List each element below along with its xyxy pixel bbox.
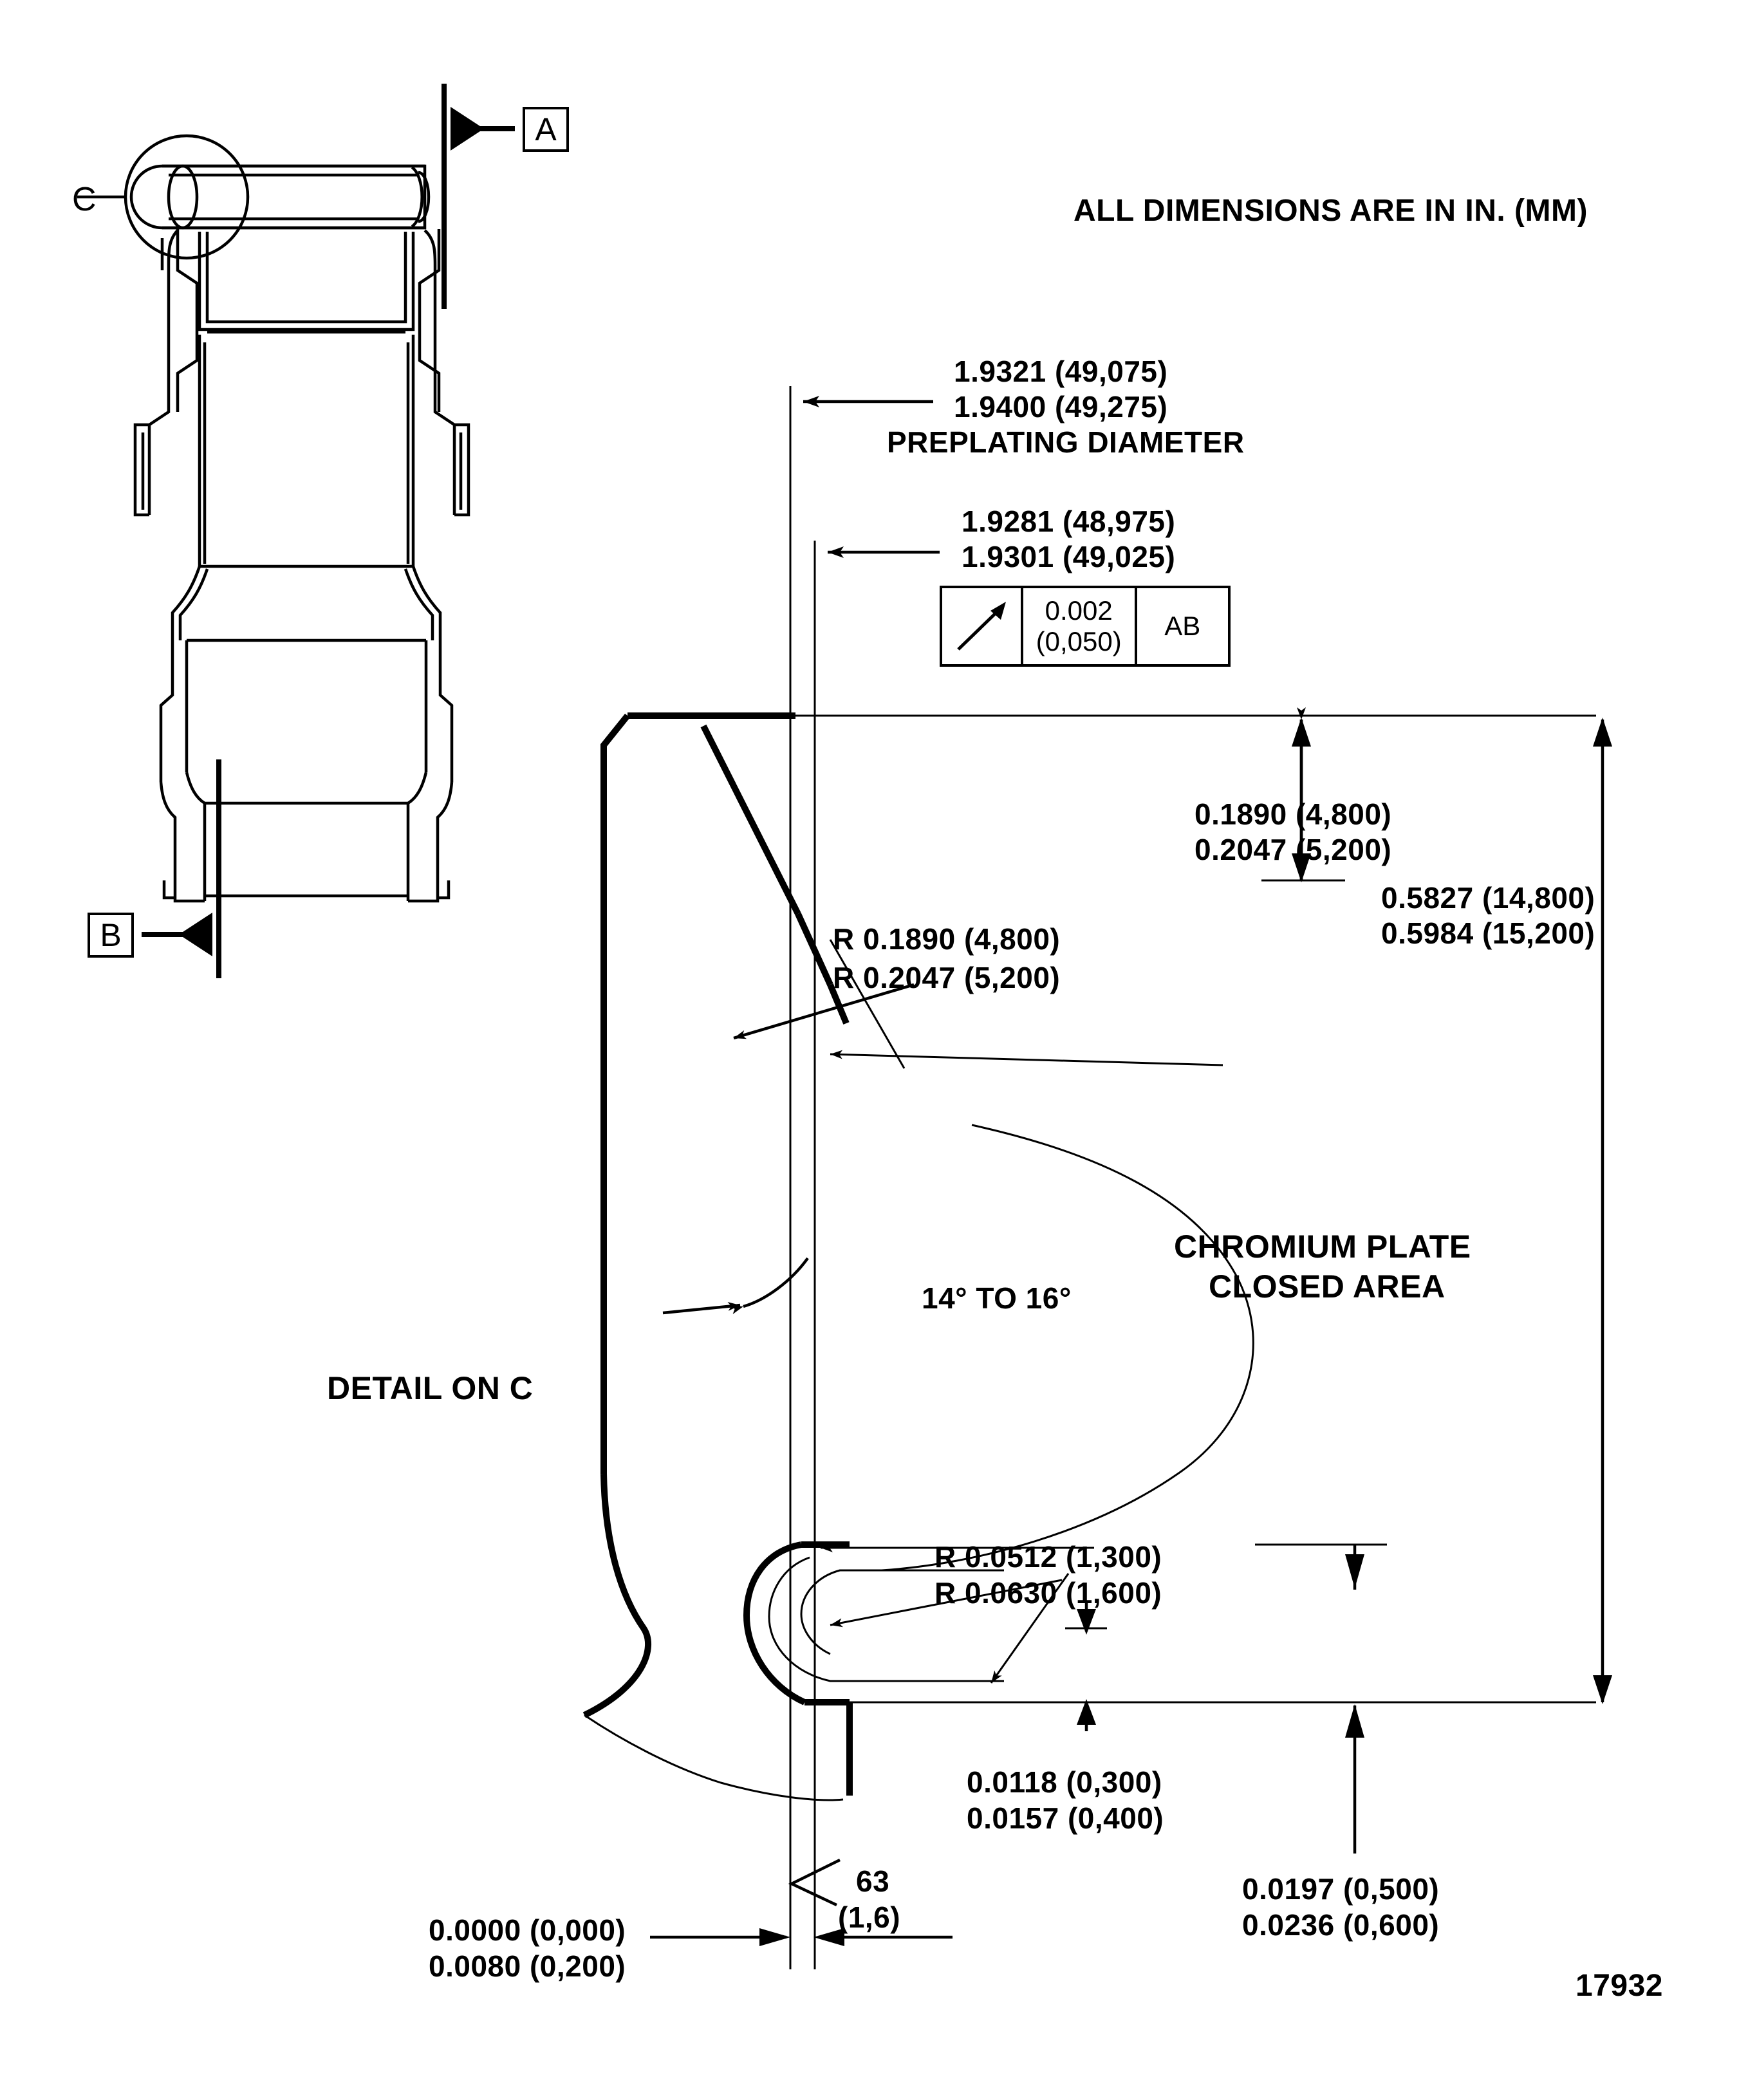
section-marker-b: B [88, 913, 134, 958]
section-marker-b-label: B [100, 917, 122, 953]
section-marker-a: A [523, 107, 569, 152]
dim-upper-height-line2: 0.2047 (5,200) [1195, 833, 1392, 866]
valve-outline-view [129, 164, 470, 903]
datum-cell: AB [1137, 588, 1228, 664]
chromium-plate-line2: CLOSED AREA [1209, 1268, 1446, 1305]
break-line [584, 1714, 844, 1801]
surface-finish-icon [788, 1858, 841, 1907]
circular-runout-icon [942, 588, 1023, 664]
extension-lines-vertical [789, 386, 816, 1969]
dim-thickness-line2: 0.0157 (0,400) [967, 1801, 1164, 1835]
dim-overall-height-line1: 0.5827 (14,800) [1381, 881, 1595, 915]
angle-dimension [662, 1257, 809, 1315]
chromium-plate-leader [881, 1124, 1254, 1572]
tolerance-mm: (0,050) [1036, 626, 1122, 656]
surface-finish-mm: (1,6) [838, 1900, 901, 1934]
dim-step-right-line2: 0.0236 (0,600) [1242, 1908, 1440, 1942]
dim-offset-line2: 0.0080 (0,200) [429, 1949, 626, 1983]
dim-upper-height [1261, 707, 1345, 882]
runout-arrow-glyph [957, 602, 1006, 651]
dim-preplating-line2: 1.9400 (49,275) [954, 390, 1168, 423]
dim-plated-line2: 1.9301 (49,025) [962, 540, 1176, 573]
dim-overall-height [1593, 718, 1612, 1704]
dim-thickness-line1: 0.0118 (0,300) [967, 1765, 1162, 1799]
feature-control-frame: 0.002 (0,050) AB [940, 586, 1231, 667]
radius-upper-leaders [733, 939, 915, 1069]
section-line-a [442, 84, 515, 309]
dim-radius-lower-line1: R 0.0512 (1,300) [934, 1540, 1162, 1574]
dim-radius-upper-line2: R 0.2047 (5,200) [833, 961, 1061, 994]
dim-step-right-line1: 0.0197 (0,500) [1242, 1872, 1440, 1906]
dim-radius-lower-line2: R 0.0630 (1,600) [934, 1576, 1162, 1610]
surface-finish-inch: 63 [856, 1864, 890, 1898]
chromium-plate-line1: CHROMIUM PLATE [1174, 1229, 1471, 1265]
dim-offset-bottom [650, 1928, 953, 1946]
detail-marker-c-label: C [72, 181, 97, 218]
section-line-b [142, 759, 221, 978]
detail-bottom-step [743, 1541, 853, 1796]
dim-plated-line1: 1.9281 (48,975) [962, 505, 1176, 538]
tolerance-inch: 0.002 [1045, 595, 1113, 626]
dim-radius-upper-line1: R 0.1890 (4,800) [833, 922, 1061, 956]
dim-thickness-small [1065, 1603, 1107, 1731]
figure-number: 17932 [1576, 1969, 1663, 2003]
chromium-leader-arrow [830, 1050, 1223, 1066]
dim-preplating-line1: 1.9321 (49,075) [954, 355, 1168, 388]
radius-lower-leaders [821, 1543, 1094, 1684]
units-note: ALL DIMENSIONS ARE IN IN. (MM) [1074, 194, 1588, 228]
datum-reference: AB [1164, 611, 1201, 641]
section-marker-a-label: A [535, 111, 557, 147]
tolerance-cell: 0.002 (0,050) [1023, 588, 1137, 664]
dim-preplating-caption: PREPLATING DIAMETER [887, 425, 1245, 459]
dim-angle: 14° TO 16° [922, 1281, 1072, 1315]
dim-overall-height-line2: 0.5984 (15,200) [1381, 916, 1595, 950]
detail-circle-c [124, 134, 250, 260]
detail-on-c-label: DETAIL ON C [327, 1370, 534, 1406]
dim-step-right [1255, 1543, 1387, 1854]
dim-offset-line1: 0.0000 (0,000) [429, 1913, 626, 1947]
dim-upper-height-line1: 0.1890 (4,800) [1195, 797, 1392, 831]
detail-profile [582, 712, 850, 1718]
